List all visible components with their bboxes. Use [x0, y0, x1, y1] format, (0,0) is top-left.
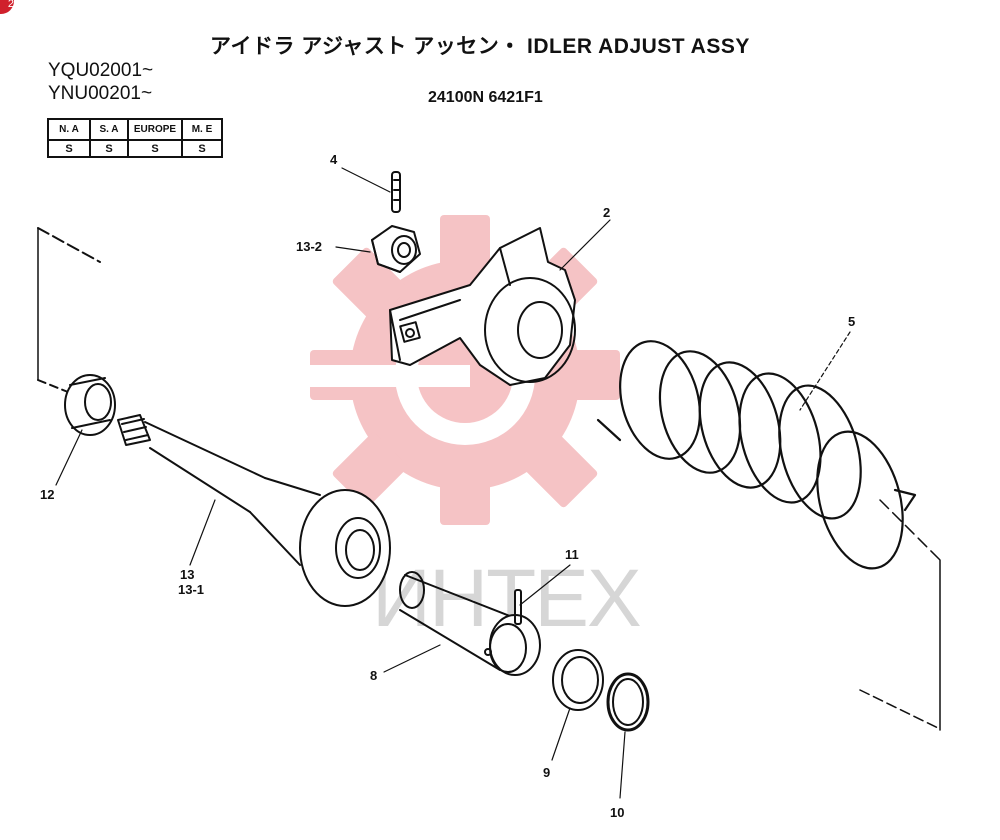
region-value-sa: S: [89, 139, 129, 158]
part-4-pin: [391, 171, 401, 213]
region-header-row: N. A S. A EUROPE M. E: [47, 118, 223, 141]
assembly-part-number: 24100N 6421F1: [428, 89, 543, 106]
callout-11[interactable]: 11: [565, 547, 579, 562]
part-12-collar: [64, 374, 116, 436]
callout-5[interactable]: 5: [848, 314, 856, 329]
part-5-spring: [596, 340, 917, 570]
part-10-o-ring: [606, 672, 650, 732]
region-header-me: M. E: [181, 118, 223, 141]
part-11-spring-pin: [514, 589, 522, 625]
callout-10[interactable]: 10: [610, 805, 625, 820]
callout-4[interactable]: 4: [330, 152, 338, 167]
diagram-title: アイドラ アジャスト アッセン・ IDLER ADJUST ASSY: [210, 35, 750, 58]
serial-range-1: YQU02001~: [48, 60, 154, 81]
region-header-europe: EUROPE: [127, 118, 183, 141]
callout-8[interactable]: 8: [370, 668, 378, 683]
part-13-2-nut: [371, 225, 421, 273]
region-value-me: S: [181, 139, 223, 158]
callout-13-2[interactable]: 13-2: [296, 239, 323, 254]
part-13-rod: [117, 414, 391, 607]
serial-range-2: YNU00201~: [48, 83, 153, 104]
region-availability-table: N. A S. A EUROPE M. E S S S S: [47, 118, 223, 158]
region-value-row: S S S S: [47, 139, 223, 158]
callout-2[interactable]: 2: [603, 205, 611, 220]
callout-9[interactable]: 9: [543, 765, 551, 780]
left-reference-bracket: [37, 227, 101, 393]
region-header-na: N. A: [47, 118, 91, 141]
part-8-pin: [399, 571, 541, 676]
callout-13[interactable]: 13: [180, 567, 195, 582]
region-value-na: S: [47, 139, 91, 158]
part-2-yoke: [389, 227, 576, 386]
right-reference-bracket: [859, 499, 941, 731]
part-9-seal: [552, 649, 604, 711]
leader-lines: [55, 167, 851, 799]
callout-13-1[interactable]: 13-1: [178, 582, 205, 597]
region-header-sa: S. A: [89, 118, 129, 141]
region-value-europe: S: [127, 139, 183, 158]
callout-12[interactable]: 12: [40, 487, 55, 502]
